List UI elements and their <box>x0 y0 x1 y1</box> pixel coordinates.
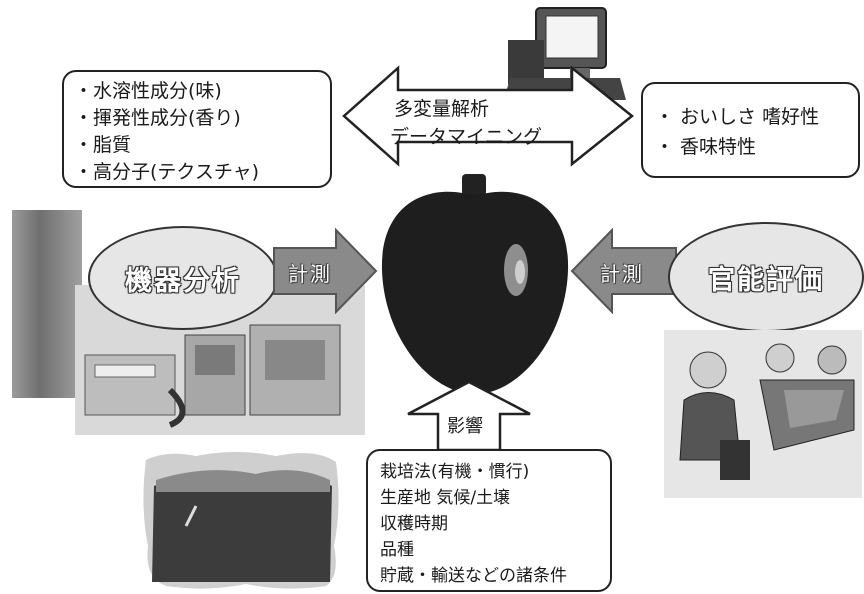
instrument-analysis-ellipse: 機器分析 <box>88 226 278 330</box>
analysis-line-2: データマイニング <box>390 126 543 148</box>
influence-label: 影響 <box>447 416 483 437</box>
sensory-attribute-item: ・ 香味特性 <box>655 136 757 158</box>
factor-item: 栽培法(有機・慣行) <box>380 462 530 482</box>
instrument-analysis-label: 機器分析 <box>125 265 241 297</box>
field-photo <box>143 452 339 589</box>
measure-arrow-left <box>273 228 378 314</box>
analysis-label: 多変量解析 データマイニング <box>390 95 542 151</box>
measure-left-label: 計測 <box>288 262 332 286</box>
component-item: ・水溶性成分(味) <box>74 80 222 102</box>
analysis-line-1: 多変量解析 <box>394 98 490 120</box>
components-box: ・水溶性成分(味) ・揮発性成分(香り) ・脂質 ・高分子(テクスチャ) <box>62 70 332 188</box>
component-item: ・揮発性成分(香り) <box>74 107 241 129</box>
factor-item: 生産地 気候/土壌 <box>380 488 511 508</box>
measure-arrow-right <box>570 228 677 314</box>
sensory-attributes-box: ・ おいしさ 嗜好性 ・ 香味特性 <box>641 82 860 178</box>
factor-item: 貯蔵・輸送などの諸条件 <box>380 566 567 586</box>
measure-right-label: 計測 <box>600 262 644 286</box>
component-item: ・脂質 <box>74 134 132 156</box>
sensory-attribute-item: ・ おいしさ 嗜好性 <box>655 106 820 128</box>
analysis-double-arrow <box>342 65 635 167</box>
instrument-photo-left <box>12 210 82 398</box>
factors-box: 栽培法(有機・慣行) 生産地 気候/土壌 収穫時期 品種 貯蔵・輸送などの諸条件 <box>366 449 612 592</box>
factor-item: 品種 <box>380 540 414 560</box>
tasting-people-illustration <box>664 330 862 498</box>
sensory-evaluation-ellipse: 官能評価 <box>668 222 864 332</box>
component-item: ・高分子(テクスチャ) <box>74 161 260 183</box>
apple-illustration <box>381 174 569 394</box>
sensory-evaluation-label: 官能評価 <box>708 264 824 296</box>
factor-item: 収穫時期 <box>380 514 448 534</box>
